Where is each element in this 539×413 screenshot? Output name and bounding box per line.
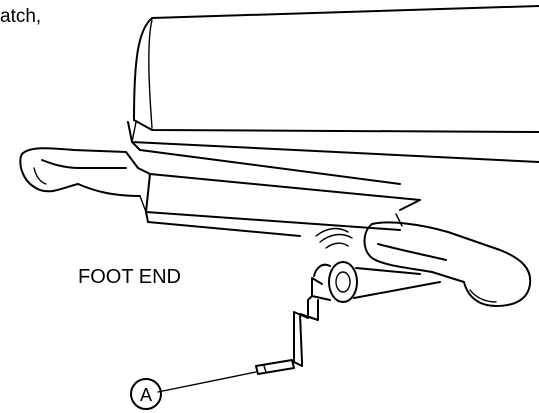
mattress [133,5,539,133]
ridge-marks [315,227,353,249]
callout-a-letter: A [140,385,152,405]
foot-end-label: FOOT END [78,266,181,288]
crank-grip [255,359,295,375]
left-handle [19,147,141,197]
right-handle [363,221,532,307]
crank-handle [293,277,331,367]
side-rail [137,167,421,237]
frame-band [127,121,539,185]
caption-fragment-text: atch, [0,6,42,27]
callout-a: A [130,371,257,410]
crank-housing [313,261,441,303]
